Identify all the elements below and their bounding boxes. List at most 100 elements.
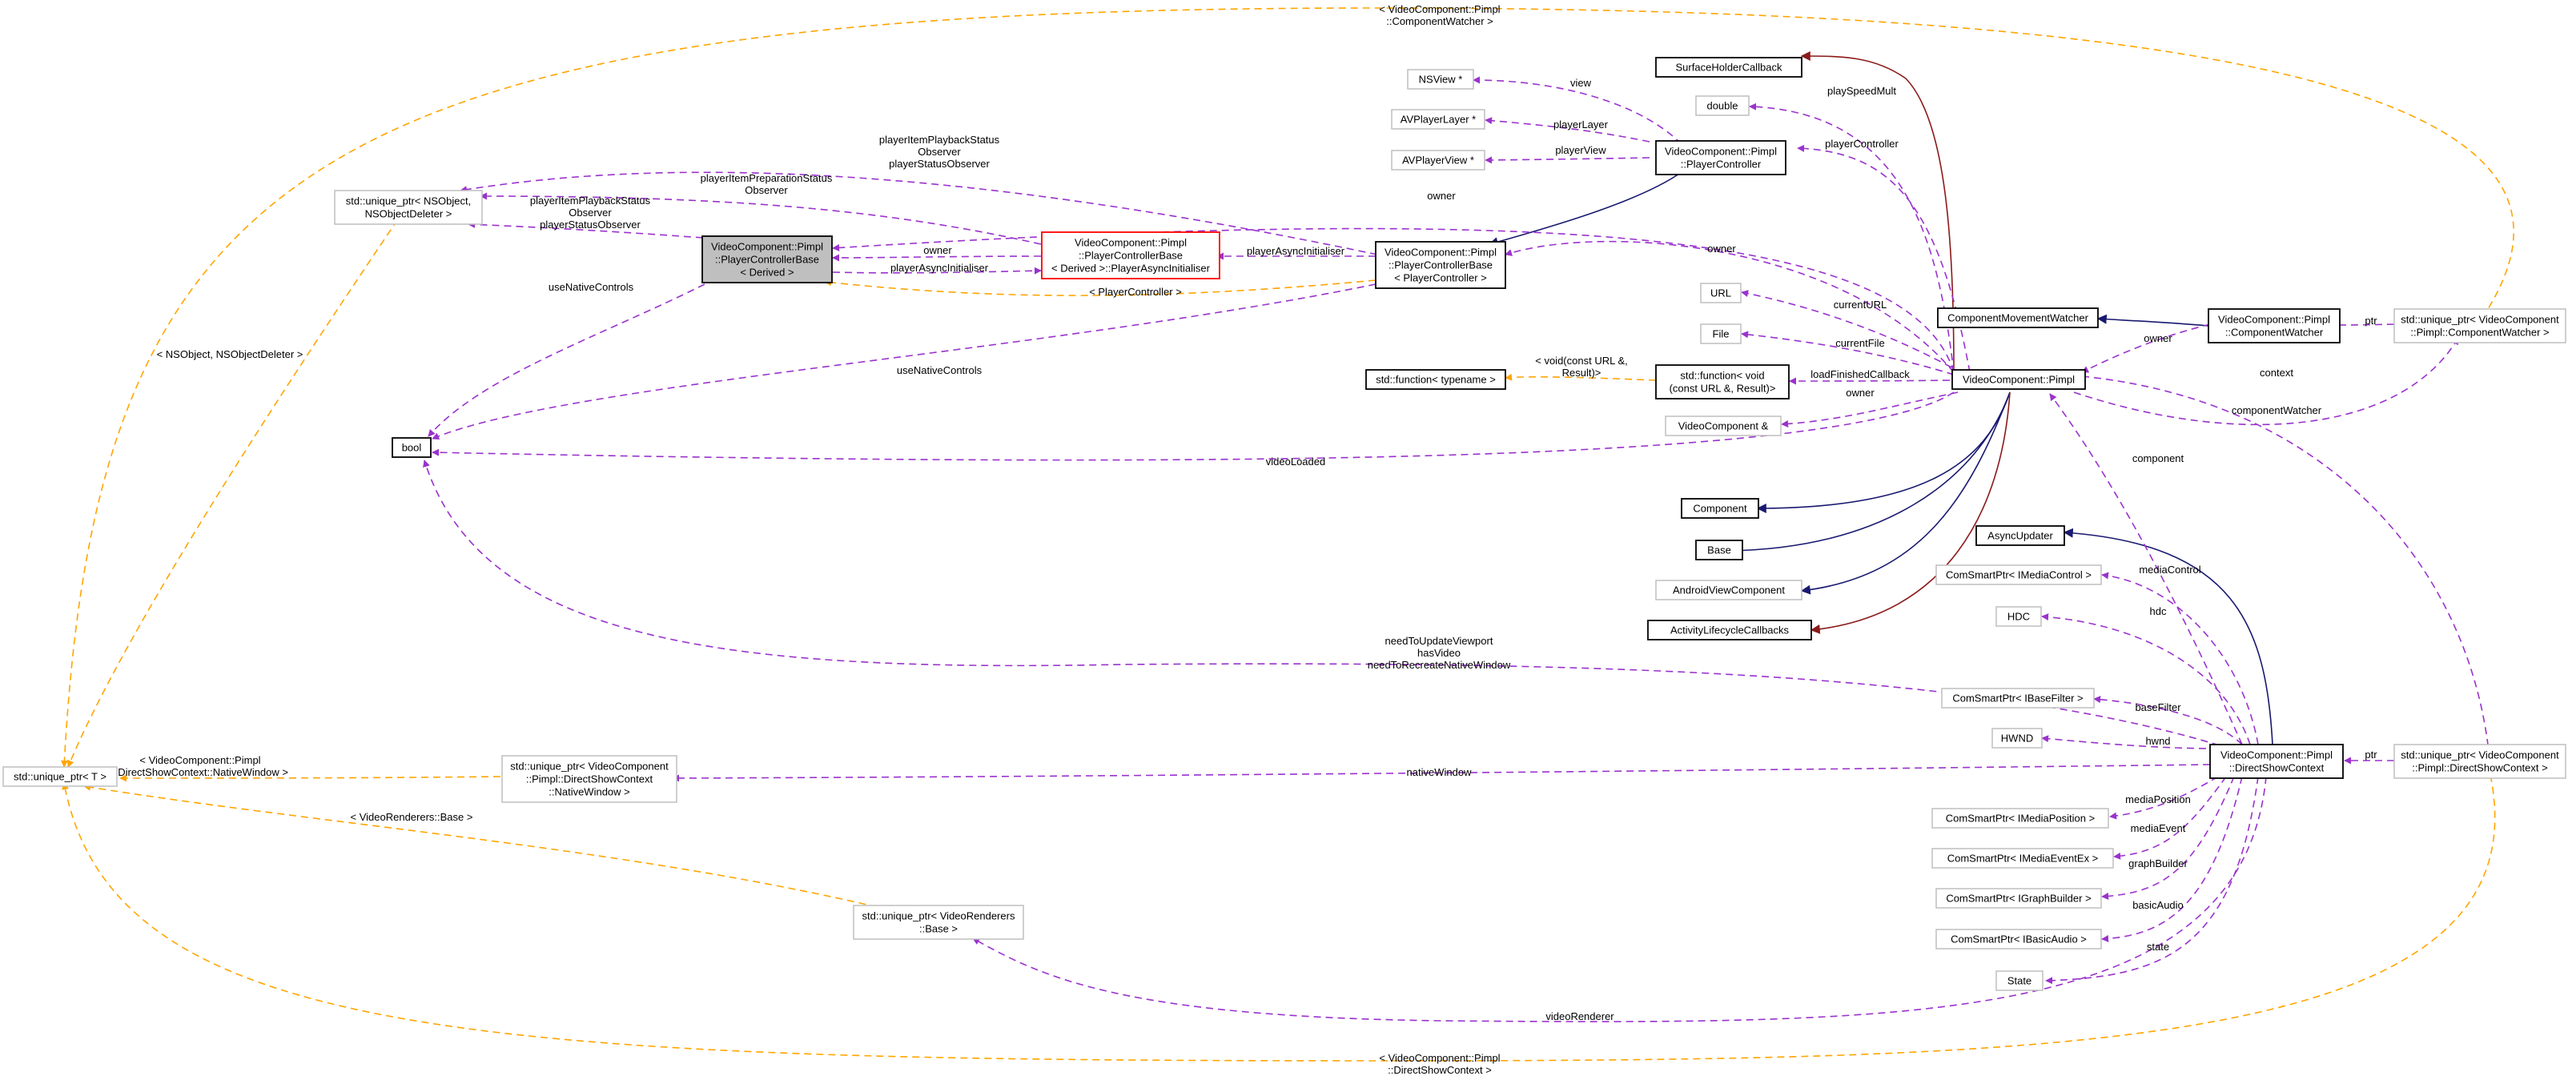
node-box (1935, 929, 2102, 950)
edge-label-line: currentFile (1835, 337, 1884, 349)
node-component-movement-watcher[interactable]: ComponentMovementWatcher (1937, 307, 2099, 328)
label-view: view (1570, 77, 1592, 89)
node-component[interactable]: Component (1681, 498, 1759, 519)
edge-player-layer (1485, 117, 1650, 143)
node-label-line: ::PlayerControllerBase (1388, 259, 1493, 271)
edge-label-line: < VideoRenderers::Base > (351, 811, 473, 823)
node-bool[interactable]: bool (392, 437, 432, 458)
label-media-position: mediaPosition (2125, 793, 2191, 805)
node-box (501, 755, 677, 803)
node-player-controller[interactable]: VideoComponent::Pimpl::PlayerController (1655, 140, 1786, 175)
node-pimpl[interactable]: VideoComponent::Pimpl (1951, 369, 2086, 390)
node-direct-show-context[interactable]: VideoComponent::Pimpl::DirectShowContext (2209, 744, 2344, 779)
node-imediacontrol[interactable]: ComSmartPtr< IMediaControl > (1935, 564, 2102, 585)
edge-label-line: useNativeControls (897, 364, 983, 376)
node-player-controller-base-derived[interactable]: VideoComponent::Pimpl::PlayerControllerB… (701, 235, 833, 283)
edge-pimpl-owner-to-player-controller (1505, 240, 1955, 373)
node-box (2, 766, 118, 787)
node-hdc[interactable]: HDC (1995, 606, 2042, 627)
node-activity-lifecycle-callbacks[interactable]: ActivityLifecycleCallbacks (1647, 620, 1812, 640)
node-ibasicaudio[interactable]: ComSmartPtr< IBasicAudio > (1935, 929, 2102, 950)
node-label-line: std::function< typename > (1376, 374, 1496, 386)
edge-preparation-observer (480, 192, 1042, 245)
node-component-watcher[interactable]: VideoComponent::Pimpl::ComponentWatcher (2208, 308, 2341, 343)
edge-label-line: < VideoComponent::Pimpl (1379, 1052, 1500, 1064)
edge-pimpl-base (1720, 391, 2011, 556)
edge-label-line: playerLayer (1553, 118, 1609, 130)
edge-label-line: owner (1846, 387, 1875, 399)
edge-player-view (1485, 156, 1650, 164)
edge-label-line: mediaEvent (2131, 822, 2186, 834)
node-player-controller-base-pc[interactable]: VideoComponent::Pimpl::PlayerControllerB… (1375, 241, 1506, 289)
node-unique-ptr-component-watcher[interactable]: std::unique_ptr< VideoComponent::Pimpl::… (2393, 308, 2566, 343)
node-label-line: std::unique_ptr< VideoComponent (510, 761, 669, 773)
node-label-line: ::Pimpl::DirectShowContext > (2412, 762, 2547, 774)
node-label-line: ::ComponentWatcher (2225, 327, 2324, 339)
node-async-updater[interactable]: AsyncUpdater (1975, 525, 2065, 546)
node-box (1655, 364, 1790, 399)
node-unique-ptr-nsobject[interactable]: std::unique_ptr< NSObject,NSObjectDelete… (334, 190, 483, 225)
node-label-line: Component (1693, 503, 1747, 515)
node-label-line: VideoComponent::Pimpl (1963, 374, 2075, 386)
edge-state (2045, 776, 2259, 985)
node-label-line: HWND (2001, 733, 2033, 745)
node-label-line: VideoComponent::Pimpl (2220, 749, 2333, 761)
node-surface-holder-callback[interactable]: SurfaceHolderCallback (1655, 57, 1802, 78)
nodes: std::unique_ptr< T > std::unique_ptr< NS… (2, 57, 2566, 991)
label-owner-e: owner (2144, 332, 2172, 344)
node-hwnd[interactable]: HWND (1991, 728, 2043, 749)
edge-label-line: playerItemPlaybackStatus (879, 134, 1000, 146)
edge-video-renderer (972, 776, 2267, 1022)
node-std-function-void[interactable]: std::function< void(const URL &, Result)… (1655, 364, 1790, 399)
node-unique-ptr-native-window[interactable]: std::unique_ptr< VideoComponent::Pimpl::… (501, 755, 677, 803)
edge-label-line: < VideoComponent::Pimpl (139, 754, 260, 766)
node-player-async-initialiser[interactable]: VideoComponent::Pimpl::PlayerControllerB… (1041, 231, 1220, 279)
node-state[interactable]: State (1995, 970, 2044, 991)
node-label-line: ComSmartPtr< IMediaEventEx > (1947, 853, 2099, 865)
edge-component-watcher-inherits (2096, 314, 2209, 327)
node-box (701, 235, 833, 283)
edge-label-line: needToRecreateNativeWindow (1368, 659, 1511, 671)
node-video-component-ref[interactable]: VideoComponent & (1665, 416, 1782, 436)
node-igraphbuilder[interactable]: ComSmartPtr< IGraphBuilder > (1935, 888, 2102, 909)
edge-label-line: playerItemPlaybackStatus (530, 195, 651, 207)
node-unique-ptr-direct-show-context[interactable]: std::unique_ptr< VideoComponent::Pimpl::… (2393, 744, 2566, 779)
node-avplayerview[interactable]: AVPlayerView * (1391, 150, 1485, 171)
node-avplayerlayer[interactable]: AVPlayerLayer * (1391, 109, 1485, 130)
node-label-line: std::unique_ptr< VideoComponent (2401, 314, 2559, 326)
label-context: context (2260, 367, 2293, 379)
node-unique-ptr-video-renderers[interactable]: std::unique_ptr< VideoRenderers::Base > (853, 905, 1024, 940)
edge-label-line: context (2260, 367, 2293, 379)
node-label-line: Base (1707, 544, 1731, 556)
edge-label-line: owner (923, 244, 952, 256)
node-ibasefilter[interactable]: ComSmartPtr< IBaseFilter > (1941, 688, 2095, 709)
node-double[interactable]: double (1695, 95, 1750, 116)
node-std-function-typename[interactable]: std::function< typename > (1365, 369, 1506, 390)
edge-view (1473, 76, 1682, 145)
edge-label-line: ::ComponentWatcher > (1386, 15, 1493, 27)
edge-pimpl-surface-holder (1800, 51, 1955, 373)
node-url[interactable]: URL (1700, 283, 1742, 303)
node-imediaeventex[interactable]: ComSmartPtr< IMediaEventEx > (1931, 848, 2114, 869)
edge-hwnd (2041, 735, 2219, 749)
node-file[interactable]: File (1700, 323, 1742, 344)
node-box (1931, 808, 2109, 829)
node-imediaposition[interactable]: ComSmartPtr< IMediaPosition > (1931, 808, 2109, 829)
node-base[interactable]: Base (1695, 540, 1743, 560)
node-box (1951, 369, 2086, 390)
edge-label-line: videoRenderer (1545, 1010, 1614, 1022)
label-base-filter: baseFilter (2135, 701, 2181, 713)
edge-label-line: ptr (2365, 315, 2377, 327)
node-label-line: ::PlayerController (1681, 159, 1762, 171)
edge-video-component-ref (1781, 391, 1959, 428)
node-label-line: < Derived >::PlayerAsyncInitialiser (1051, 263, 1211, 275)
node-box (1995, 970, 2044, 991)
label-video-loaded: videoLoaded (1266, 456, 1325, 468)
label-player-controller: playerController (1825, 138, 1899, 150)
node-nsview[interactable]: NSView * (1407, 69, 1474, 90)
node-unique-ptr-t[interactable]: std::unique_ptr< T > (2, 766, 118, 787)
edge-load-finished-callback (1789, 377, 1951, 385)
node-android-view-component[interactable]: AndroidViewComponent (1655, 580, 1802, 600)
